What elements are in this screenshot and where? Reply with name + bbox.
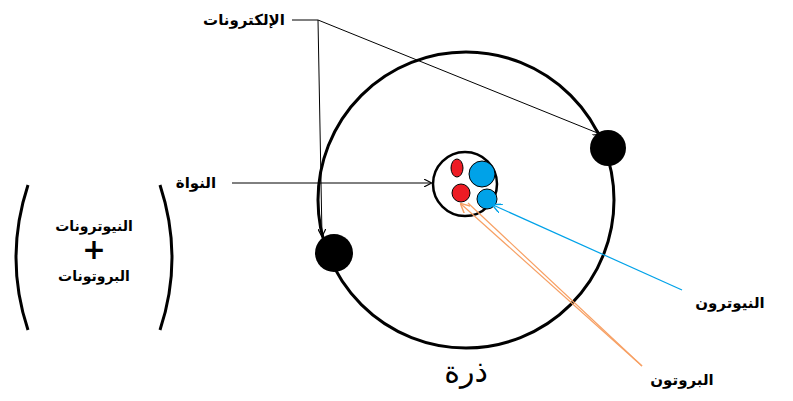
leader-line [493, 205, 682, 290]
bracket [160, 185, 172, 330]
electron [590, 130, 626, 166]
electron [315, 234, 353, 272]
leader-line [461, 204, 642, 366]
orbit [318, 52, 614, 348]
nucleus [433, 152, 497, 216]
part-label: النيوترونات [55, 218, 133, 235]
leader-line [318, 20, 600, 134]
part-label: الإلكترونات [203, 11, 285, 29]
proton [452, 184, 470, 202]
part-label: النيوترون [695, 294, 765, 312]
leader-line [232, 183, 431, 184]
plus-sign: + [82, 233, 105, 267]
leader-line [292, 20, 318, 21]
leader-line [318, 20, 322, 236]
part-label: البروتونات [58, 268, 130, 285]
leader-line [468, 203, 642, 366]
title-label: ذرة [444, 354, 488, 390]
part-label: النواة [176, 174, 216, 192]
neutron [469, 161, 495, 187]
bracket [16, 185, 28, 330]
proton [451, 159, 463, 177]
part-label: البروتون [650, 371, 713, 389]
